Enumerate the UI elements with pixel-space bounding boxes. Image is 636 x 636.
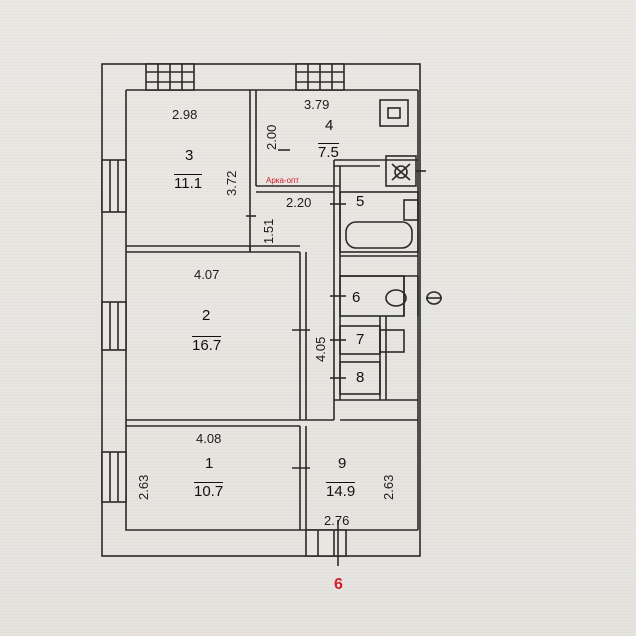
room-6-number: 6: [352, 289, 361, 306]
washbasin: [403, 199, 419, 221]
window-left-2: [101, 301, 127, 351]
bathtub: [345, 221, 413, 249]
dim-room3-length: 3.72: [224, 170, 239, 196]
dim-corridor-405: 4.05: [313, 336, 328, 362]
entrance-marker: 6: [334, 576, 343, 593]
dim-corridor-220: 2.20: [286, 195, 312, 210]
room-1-area: 10.7: [194, 482, 224, 500]
dim-room9-width: 2.76: [324, 513, 350, 528]
dim-corridor-151: 1.51: [261, 218, 276, 244]
room-3-area: 11.1: [174, 174, 203, 192]
room-7-number: 7: [356, 331, 365, 348]
outer-wall-inner-left: [125, 90, 418, 531]
dim-kitchen-200: 2.00: [264, 124, 279, 150]
dim-room3-width: 2.98: [172, 107, 198, 122]
window-left-1: [101, 159, 127, 213]
window-top-left: [145, 63, 195, 91]
room-4-number: 4: [325, 117, 334, 134]
room-5-number: 5: [356, 193, 365, 210]
room-2-number: 2: [202, 307, 211, 324]
room-1-number: 1: [205, 455, 214, 472]
dim-kitchen-width: 3.79: [304, 97, 330, 112]
dim-room9-length: 2.63: [381, 474, 396, 500]
entrance-door: [305, 529, 347, 557]
window-top-right: [295, 63, 345, 91]
room-9-area: 14.9: [326, 482, 356, 500]
room-2-area: 16.7: [192, 336, 222, 354]
red-handwritten-note: Арка-опт: [266, 176, 300, 185]
room-4-area: 7.5: [318, 143, 339, 161]
toilet-bowl: [385, 289, 407, 307]
window-left-3: [101, 451, 127, 503]
stove: [379, 99, 409, 127]
dim-room1-length: 2.63: [136, 474, 151, 500]
dim-room2-width: 4.07: [194, 267, 220, 282]
room-9-number: 9: [338, 455, 347, 472]
room-8-number: 8: [356, 369, 365, 386]
room-3-number: 3: [185, 147, 194, 164]
dim-room1-width: 4.08: [196, 431, 222, 446]
